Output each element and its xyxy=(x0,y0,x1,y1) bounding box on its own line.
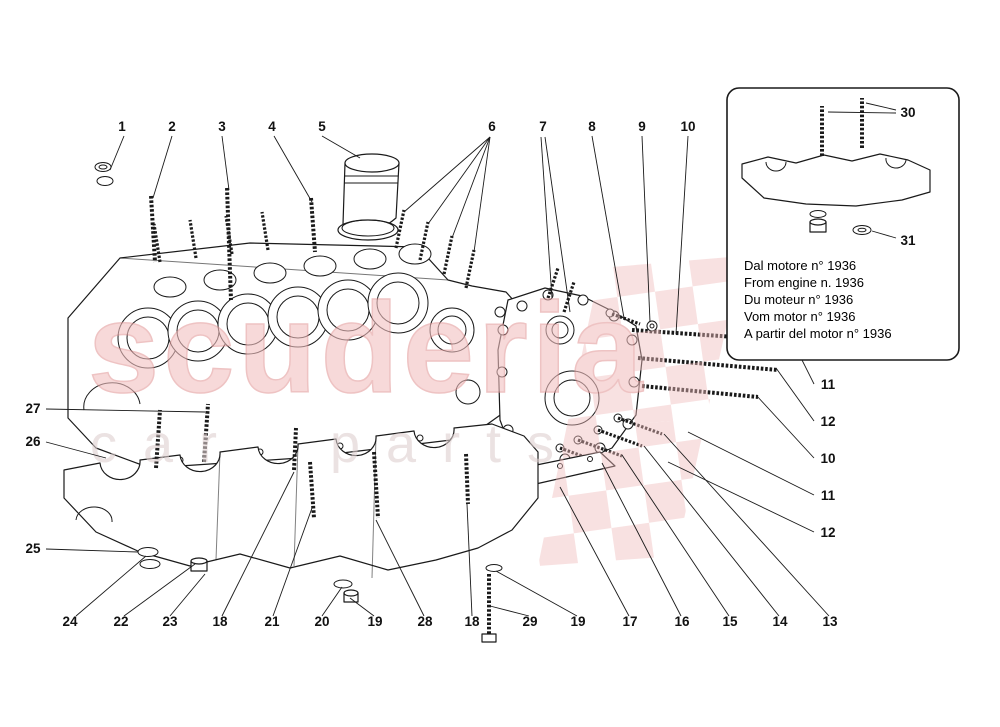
callout-20: 20 xyxy=(314,614,329,629)
checkered-flag-upper xyxy=(566,256,742,430)
lower-crankcase-half xyxy=(63,403,539,579)
callout-17: 17 xyxy=(622,614,637,629)
watermark-brand-text: scuderia xyxy=(88,277,647,420)
sleeve-item5 xyxy=(337,153,400,241)
callout-10-top: 10 xyxy=(680,119,695,134)
callout-2: 2 xyxy=(168,119,176,134)
callout-12-r1: 12 xyxy=(820,414,835,429)
callout-7: 7 xyxy=(539,119,547,134)
callout-28: 28 xyxy=(417,614,433,629)
inset-note: Dal motore n° 1936 From engine n. 1936 D… xyxy=(744,258,892,341)
head-studs-right-bank xyxy=(394,209,476,289)
watermark-word-car: car xyxy=(90,414,243,474)
callout-15: 15 xyxy=(722,614,738,629)
callout-11-r2: 11 xyxy=(821,488,836,503)
callout-9: 9 xyxy=(638,119,646,134)
inset-note-line-it: Dal motore n° 1936 xyxy=(744,258,856,273)
rear-bank-bores xyxy=(153,243,432,298)
watermark: scuderia car parts xyxy=(87,256,742,566)
stud-item3 xyxy=(225,187,233,301)
callout-24: 24 xyxy=(62,614,78,629)
inset-note-line-fr: Du moteur n° 1936 xyxy=(744,292,853,307)
callout-3: 3 xyxy=(218,119,226,134)
callout-18-b: 18 xyxy=(464,614,480,629)
stud-item27b xyxy=(202,403,210,463)
inset-washer xyxy=(809,210,827,218)
stud-item2 xyxy=(149,195,157,263)
callout-19-a: 19 xyxy=(367,614,382,629)
callout-10-r: 10 xyxy=(820,451,835,466)
inset-note-line-es: A partir del motor n° 1936 xyxy=(744,326,892,341)
callout-22: 22 xyxy=(113,614,128,629)
stud-item18b xyxy=(464,453,470,505)
checkered-flag-lower xyxy=(538,418,706,566)
callout-23: 23 xyxy=(162,614,178,629)
callout-31: 31 xyxy=(900,233,916,248)
callout-13: 13 xyxy=(822,614,838,629)
callout-25: 25 xyxy=(25,541,41,556)
washer-nut-items20-19 xyxy=(333,579,359,603)
inset-note-line-de: Vom motor n° 1936 xyxy=(744,309,855,324)
long-bolt-item29 xyxy=(481,564,503,643)
cover-stud-item7a xyxy=(546,267,560,299)
seal-ring-item1 xyxy=(94,162,114,186)
callout-11-r1: 11 xyxy=(821,377,836,392)
stud-item28 xyxy=(372,451,380,519)
callout-18-a: 18 xyxy=(212,614,228,629)
inset-note-line-en: From engine n. 1936 xyxy=(744,275,864,290)
leader-lines xyxy=(45,135,830,617)
watermark-word-parts: parts xyxy=(330,414,580,474)
main-bearing-arch xyxy=(83,382,141,411)
callout-19-b: 19 xyxy=(570,614,585,629)
callout-4: 4 xyxy=(268,119,276,134)
stud-item4 xyxy=(309,197,317,253)
callout-30: 30 xyxy=(900,105,915,120)
washers-items24-25 xyxy=(137,547,161,569)
callout-1: 1 xyxy=(118,119,126,134)
cylinder-bores xyxy=(117,272,429,369)
callout-26: 26 xyxy=(25,434,41,449)
callout-27: 27 xyxy=(25,401,40,416)
callout-14: 14 xyxy=(772,614,788,629)
callout-5: 5 xyxy=(318,119,326,134)
cover-stud-item7b xyxy=(562,281,576,313)
callout-6: 6 xyxy=(488,119,496,134)
callout-16: 16 xyxy=(674,614,690,629)
callout-numbers: 1 2 3 4 5 6 7 8 9 10 11 12 10 11 12 27 2… xyxy=(25,119,838,629)
inset-mini-diagram xyxy=(741,98,931,239)
stud-item21 xyxy=(308,461,316,519)
callout-8: 8 xyxy=(588,119,596,134)
callout-12-r2: 12 xyxy=(820,525,835,540)
stud-item27a xyxy=(154,409,162,469)
inset-frame xyxy=(726,87,960,361)
nut-items22-23 xyxy=(190,557,208,572)
callout-29: 29 xyxy=(522,614,537,629)
inset-box: 30 31 Dal motore n° 1936 From engine n. … xyxy=(726,87,960,361)
callout-21: 21 xyxy=(264,614,280,629)
